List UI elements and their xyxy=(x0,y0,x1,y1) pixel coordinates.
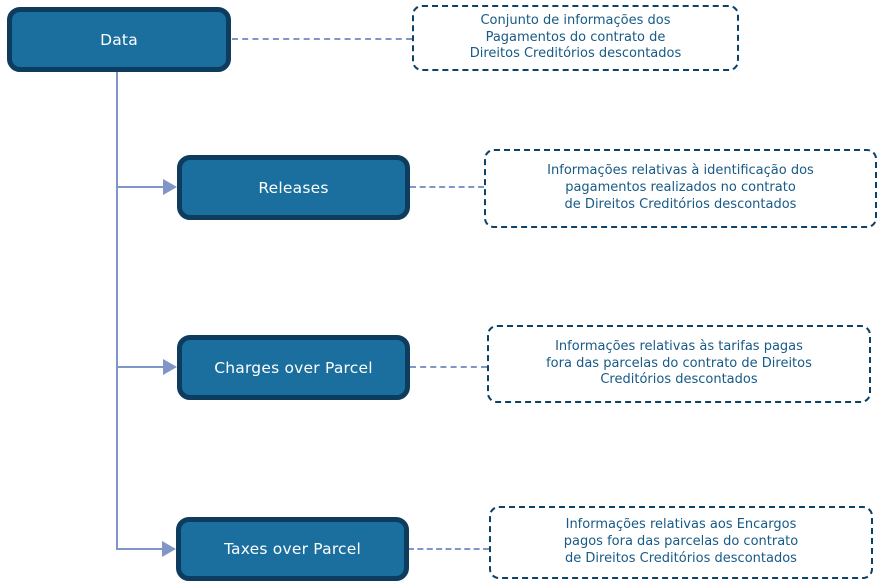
dashed-connector-taxes-note xyxy=(408,548,489,550)
node-taxes-over-parcel: Taxes over Parcel xyxy=(176,517,409,581)
connector-trunk-line xyxy=(116,72,118,550)
connector-branch-taxes xyxy=(117,548,163,550)
note-releases-text: Informações relativas à identificação do… xyxy=(547,163,814,212)
note-charges-text: Informações relativas às tarifas pagas f… xyxy=(546,338,812,388)
note-data-text: Conjunto de informações dos Pagamentos d… xyxy=(469,12,682,62)
connector-branch-charges xyxy=(117,366,164,368)
arrow-right-icon xyxy=(163,179,177,195)
note-taxes-text: Informações relativas aos Encargos pagos… xyxy=(563,517,799,566)
arrow-right-icon xyxy=(162,541,176,557)
note-charges: Informações relativas às tarifas pagas f… xyxy=(487,325,871,403)
node-releases-label: Releases xyxy=(258,178,329,197)
node-releases: Releases xyxy=(177,155,410,220)
node-taxes-label: Taxes over Parcel xyxy=(223,540,362,558)
dashed-connector-releases-note xyxy=(410,186,484,188)
note-data: Conjunto de informações dos Pagamentos d… xyxy=(412,5,739,71)
node-data: Data xyxy=(7,7,231,72)
note-taxes: Informações relativas aos Encargos pagos… xyxy=(489,506,873,579)
arrow-right-icon xyxy=(163,359,177,375)
dashed-connector-charges-note xyxy=(410,366,487,368)
dashed-connector-data-note xyxy=(232,38,412,40)
node-charges-over-parcel: Charges over Parcel xyxy=(177,335,410,400)
connector-branch-releases xyxy=(117,186,164,188)
node-charges-label: Charges over Parcel xyxy=(214,358,373,377)
note-releases: Informações relativas à identificação do… xyxy=(484,149,877,228)
node-data-label: Data xyxy=(100,30,138,49)
